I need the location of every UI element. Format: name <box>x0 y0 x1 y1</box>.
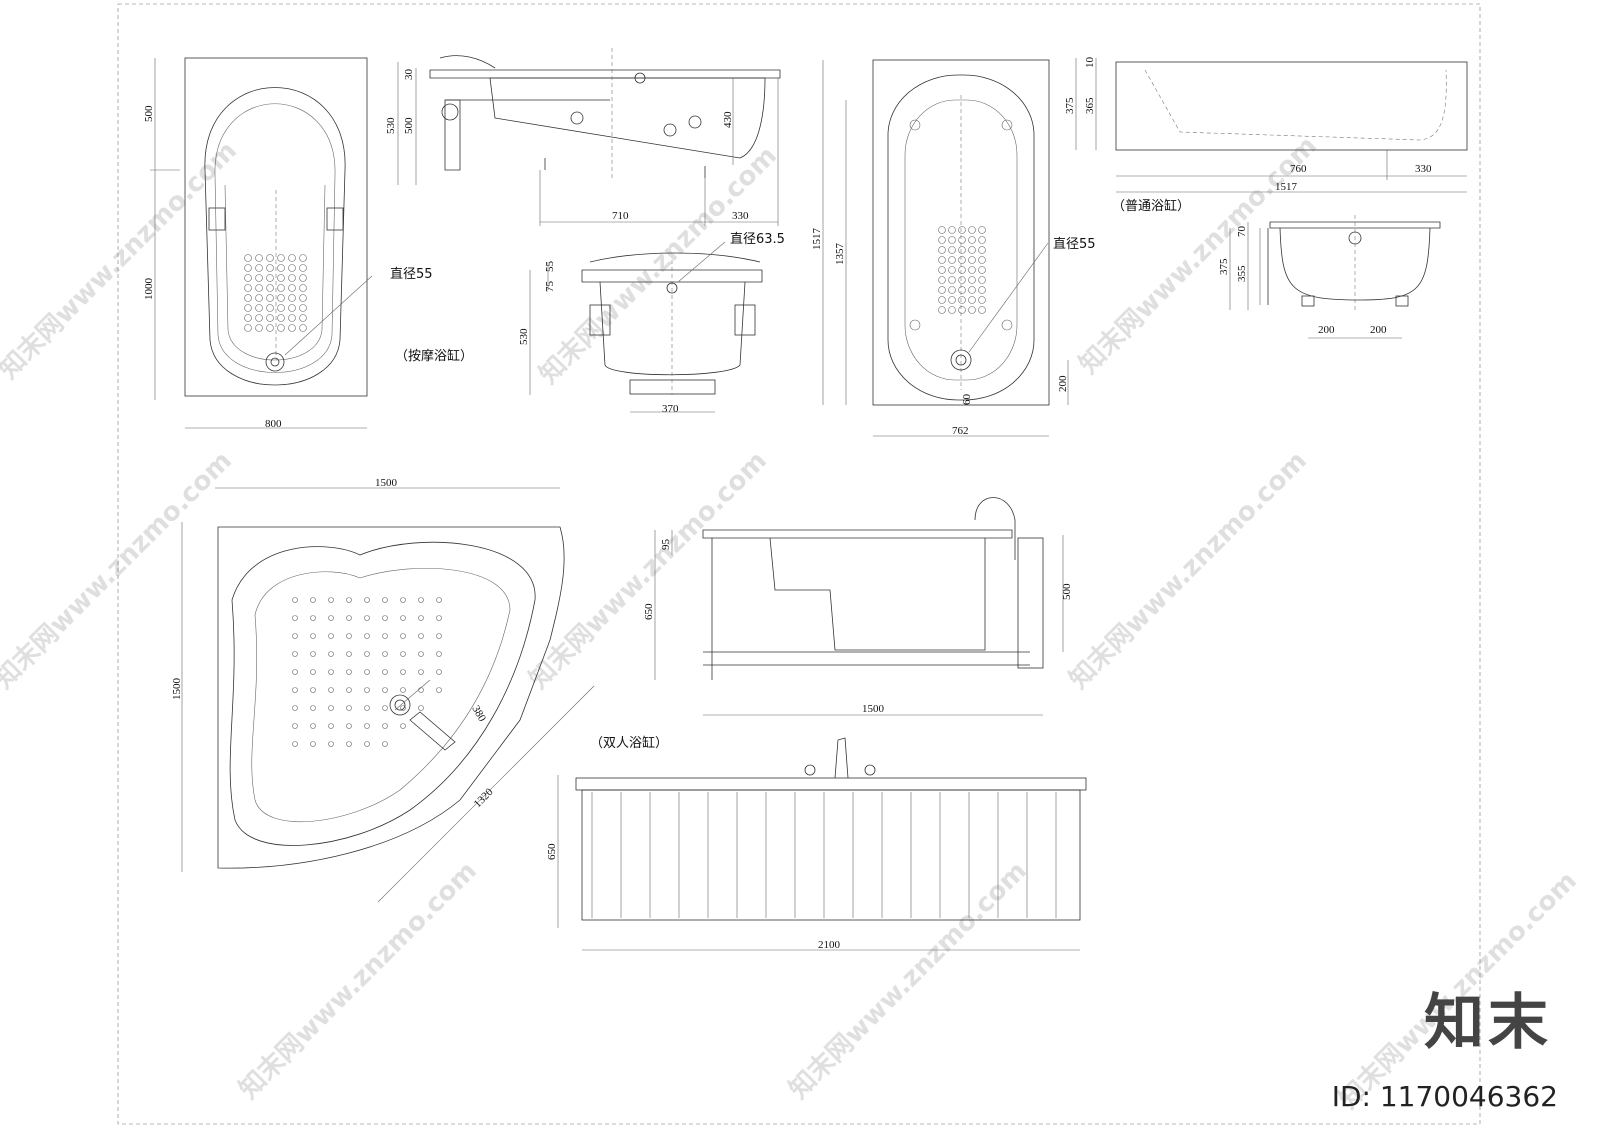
dim-800: 800 <box>265 418 282 430</box>
watermark: 知末网www.znzmo.com <box>0 446 238 695</box>
dim-762: 762 <box>952 425 969 437</box>
double-tub-front <box>557 737 1087 951</box>
dim-2100: 2100 <box>818 939 841 951</box>
watermark: 知末网www.znzmo.com <box>0 136 243 385</box>
watermark: 知末网www.znzmo.com <box>1074 131 1323 380</box>
brand-logo: 知末 <box>1424 988 1552 1058</box>
dim-200: 200 <box>1318 324 1335 336</box>
dim-95: 95 <box>660 539 672 551</box>
watermark: 知末网www.znzmo.com <box>234 856 483 1105</box>
dim-375: 375 <box>1064 97 1076 114</box>
dim-1357: 1357 <box>834 243 846 266</box>
dim-10: 10 <box>1084 57 1096 69</box>
dim-500: 500 <box>143 105 155 122</box>
dim-1500: 1500 <box>171 678 183 701</box>
regular-tub-plan <box>822 59 1069 437</box>
dim-330: 330 <box>732 210 749 222</box>
label-diameter-55: 直径55 <box>390 267 433 282</box>
dim-355: 355 <box>1236 265 1248 282</box>
dim-1320: 1320 <box>472 786 496 810</box>
dim-200: 200 <box>1057 375 1069 392</box>
watermark: 知末网www.znzmo.com <box>534 141 783 390</box>
regular-tub-side <box>1075 58 1468 193</box>
dim-500: 500 <box>403 117 415 134</box>
massage-tub-plan <box>150 57 373 429</box>
dim-375: 375 <box>1218 258 1230 275</box>
label-diameter-63-5: 直径63.5 <box>730 232 785 247</box>
dim-430: 430 <box>722 111 734 128</box>
dim-60: 60 <box>961 394 973 406</box>
dim-1500: 1500 <box>862 703 885 715</box>
dim-760: 760 <box>1290 163 1307 175</box>
watermark: 知末网www.znzmo.com <box>524 446 773 695</box>
asset-id: ID: 1170046362 <box>1331 1080 1558 1113</box>
massage-tub-end <box>529 241 763 413</box>
massage-tub-side <box>397 48 781 226</box>
dim-530: 530 <box>518 328 530 345</box>
dim-500: 500 <box>1061 583 1073 600</box>
watermark-layer: 知末网www.znzmo.com 知末网www.znzmo.com 知末网www… <box>0 131 1583 1115</box>
dim-370: 370 <box>662 403 679 415</box>
dim-55: 55 <box>544 261 556 273</box>
dim-530: 530 <box>385 117 397 134</box>
sheet-border <box>117 3 1481 1125</box>
dim-330: 330 <box>1415 163 1432 175</box>
dim-30: 30 <box>403 69 415 81</box>
dim-70: 70 <box>1236 226 1248 238</box>
dim-1500: 1500 <box>375 477 398 489</box>
watermark: 知末网www.znzmo.com <box>784 856 1033 1105</box>
label-double-tub: （双人浴缸） <box>590 735 668 751</box>
watermark: 知末网www.znzmo.com <box>1064 446 1313 695</box>
dim-650: 650 <box>546 843 558 860</box>
dim-75: 75 <box>544 281 556 293</box>
regular-tub-end <box>1229 215 1441 339</box>
dim-1517: 1517 <box>811 228 823 251</box>
corner-tub-plan <box>181 487 595 903</box>
dim-650: 650 <box>643 603 655 620</box>
dim-710: 710 <box>612 210 629 222</box>
dim-1517: 1517 <box>1275 181 1298 193</box>
label-massage-tub: （按摩浴缸） <box>395 348 473 364</box>
double-tub-side <box>654 497 1064 716</box>
dim-365: 365 <box>1084 97 1096 114</box>
dim-200: 200 <box>1370 324 1387 336</box>
dim-1000: 1000 <box>143 278 155 301</box>
label-regular-tub: （普通浴缸） <box>1112 198 1190 214</box>
label-diameter-55: 直径55 <box>1053 237 1096 252</box>
